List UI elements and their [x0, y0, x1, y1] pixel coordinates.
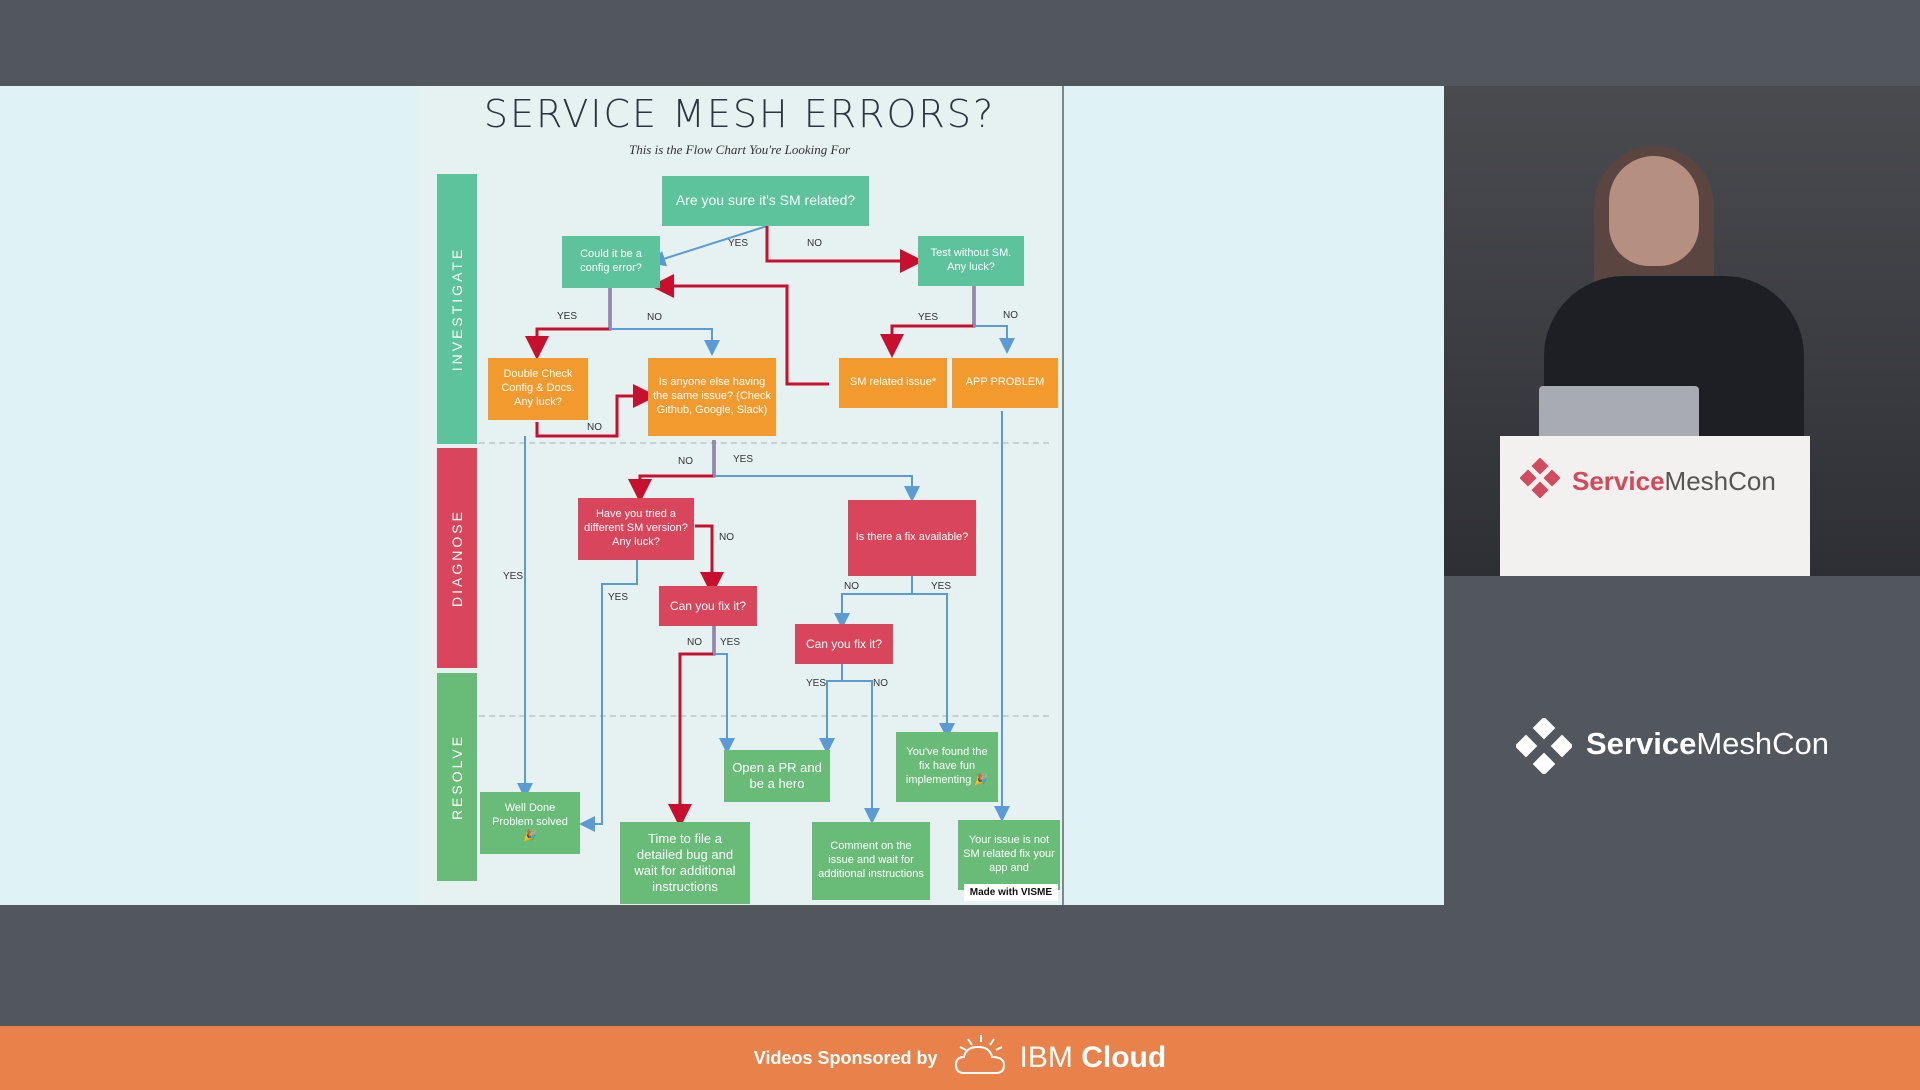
node-sm-related: Are you sure it's SM related? — [662, 176, 869, 226]
node-comment-issue: Comment on the issue and wait for additi… — [812, 822, 930, 900]
label-yes: YES — [733, 454, 754, 465]
node-config-error: Could it be a config error? — [562, 236, 660, 288]
lane-resolve: RESOLVE — [437, 673, 477, 881]
label-yes: YES — [608, 592, 629, 603]
label-yes: YES — [728, 238, 749, 249]
flowchart-connectors — [517, 225, 1015, 832]
label-no: NO — [807, 238, 822, 249]
label-no: NO — [587, 422, 602, 433]
speaker-camera-feed: ServiceMeshCon — [1444, 86, 1920, 576]
lane-divider — [479, 715, 1049, 717]
podium-brand: ServiceMeshCon — [1572, 466, 1776, 496]
label-no: NO — [1003, 310, 1018, 321]
brand-name: ServiceMeshCon — [1586, 726, 1830, 761]
label-yes: YES — [557, 311, 578, 322]
node-open-pr: Open a PR and be a hero — [724, 750, 830, 802]
label-yes: YES — [720, 637, 741, 648]
node-anyone-else: Is anyone else having the same issue? (C… — [648, 358, 776, 436]
node-file-bug: Time to file a detailed bug and wait for… — [620, 822, 750, 904]
node-sm-issue: SM related issue* — [839, 358, 947, 408]
ibm-cloud-icon — [954, 1035, 1005, 1074]
chart-title: SERVICE MESH ERRORS? — [483, 92, 996, 136]
chart-subtitle: This is the Flow Chart You're Looking Fo… — [628, 142, 851, 157]
lane-divider — [479, 442, 1049, 444]
label-no: NO — [719, 532, 734, 543]
servicemeshcon-logo-icon — [1514, 716, 1574, 776]
sponsor-text: Videos Sponsored by — [753, 1047, 938, 1068]
node-test-without-sm: Test without SM. Any luck? — [918, 236, 1024, 286]
lane-diagnose: DIAGNOSE — [437, 448, 477, 668]
presentation-slide: SERVICE MESH ERRORS? This is the Flow Ch… — [0, 86, 1444, 905]
label-yes: YES — [503, 571, 524, 582]
flowchart: SERVICE MESH ERRORS? This is the Flow Ch… — [417, 86, 1064, 905]
label-no: NO — [873, 678, 888, 689]
lane-investigate: INVESTIGATE — [437, 174, 477, 444]
laptop — [1539, 386, 1699, 442]
node-can-fix-1: Can you fix it? — [659, 586, 757, 626]
ibm-cloud-text: IBM Cloud — [1019, 1041, 1167, 1074]
label-yes: YES — [806, 678, 827, 689]
node-tried-version: Have you tried a different SM version? A… — [578, 498, 694, 560]
brand-logo: ServiceMeshCon — [1514, 716, 1896, 778]
node-found-fix: You've found the fix have fun implementi… — [896, 732, 998, 802]
label-yes: YES — [931, 581, 952, 592]
node-can-fix-2: Can you fix it? — [795, 624, 893, 664]
made-with-visme-badge: Made with VISME — [963, 884, 1058, 901]
node-fix-available: Is there a fix available? — [848, 500, 976, 576]
label-yes: YES — [918, 312, 939, 323]
label-no: NO — [647, 312, 662, 323]
node-double-check: Double Check Config & Docs. Any luck? — [488, 358, 588, 420]
speaker-head — [1609, 156, 1699, 266]
node-not-sm: Your issue is not SM related fix your ap… — [958, 820, 1060, 890]
label-no: NO — [678, 456, 693, 467]
label-no: NO — [844, 581, 859, 592]
sponsor-banner: Videos Sponsored by IBM Cloud — [0, 1026, 1920, 1090]
label-no: NO — [687, 637, 702, 648]
servicemeshcon-logo-icon — [1520, 458, 1560, 498]
node-well-done: Well Done Problem solved 🎉 — [480, 792, 580, 854]
node-app-problem: APP PROBLEM — [952, 358, 1058, 408]
podium: ServiceMeshCon — [1500, 436, 1810, 576]
